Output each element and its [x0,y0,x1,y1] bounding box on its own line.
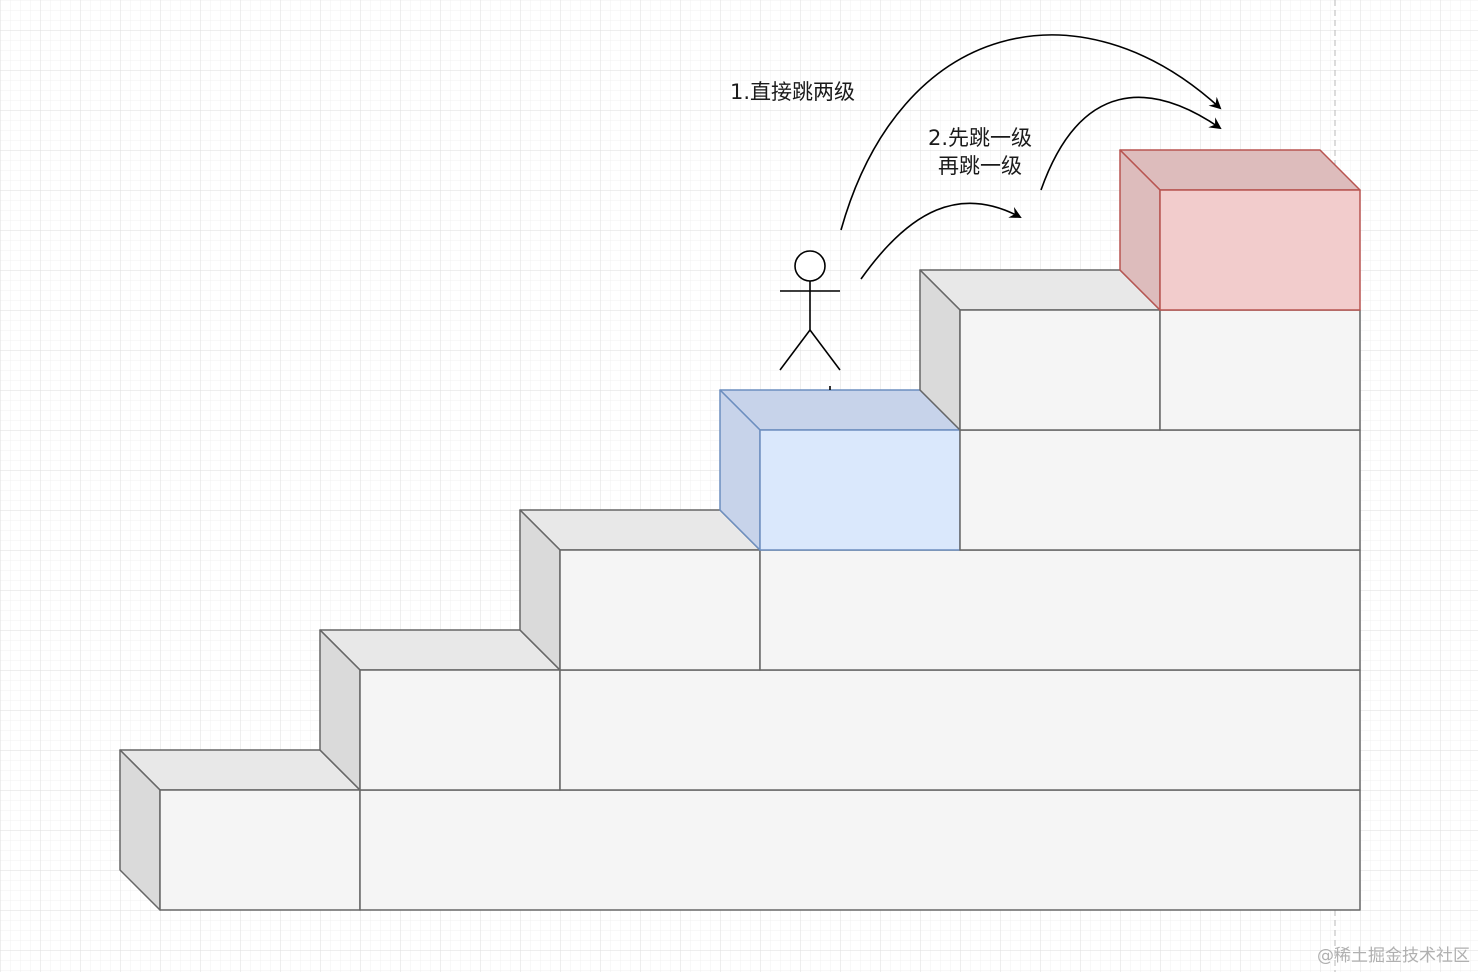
label-jump-two: 1.直接跳两级 [730,80,855,104]
staircase [119,149,1361,911]
target-step-front [1159,189,1361,311]
base-row-2 [559,669,1361,791]
watermark: @稀土掘金技术社区 [1317,946,1470,966]
step-2-top [319,629,561,671]
step-1 [119,749,361,911]
arrow-jump-one-step-second [1040,96,1222,191]
step-5-front [959,309,1161,431]
step-1-front [159,789,361,911]
label-jump-one-line2: 再跳一级 [938,154,1022,178]
base-row-1 [359,789,1361,911]
base-row-3 [759,549,1361,671]
step-3 [519,509,761,671]
step-2 [319,629,561,791]
jump-arrows [840,34,1222,280]
step-3-top [519,509,761,551]
target-step-top [1119,149,1361,191]
step-2-front [359,669,561,791]
step-5-top [919,269,1161,311]
target-step [1119,149,1361,311]
current-step [719,389,961,551]
person-icon [779,250,841,390]
arrow-jump-one-step-first [860,202,1022,280]
step-3-front [559,549,761,671]
current-step-front [759,429,961,551]
current-step-top [719,389,961,431]
label-jump-one-line1: 2.先跳一级 [928,126,1032,150]
base-row-5 [1159,309,1361,431]
step-5 [919,269,1161,431]
arrow-jump-two-steps [840,34,1222,231]
step-1-top [119,749,361,791]
base-row-4 [959,429,1361,551]
